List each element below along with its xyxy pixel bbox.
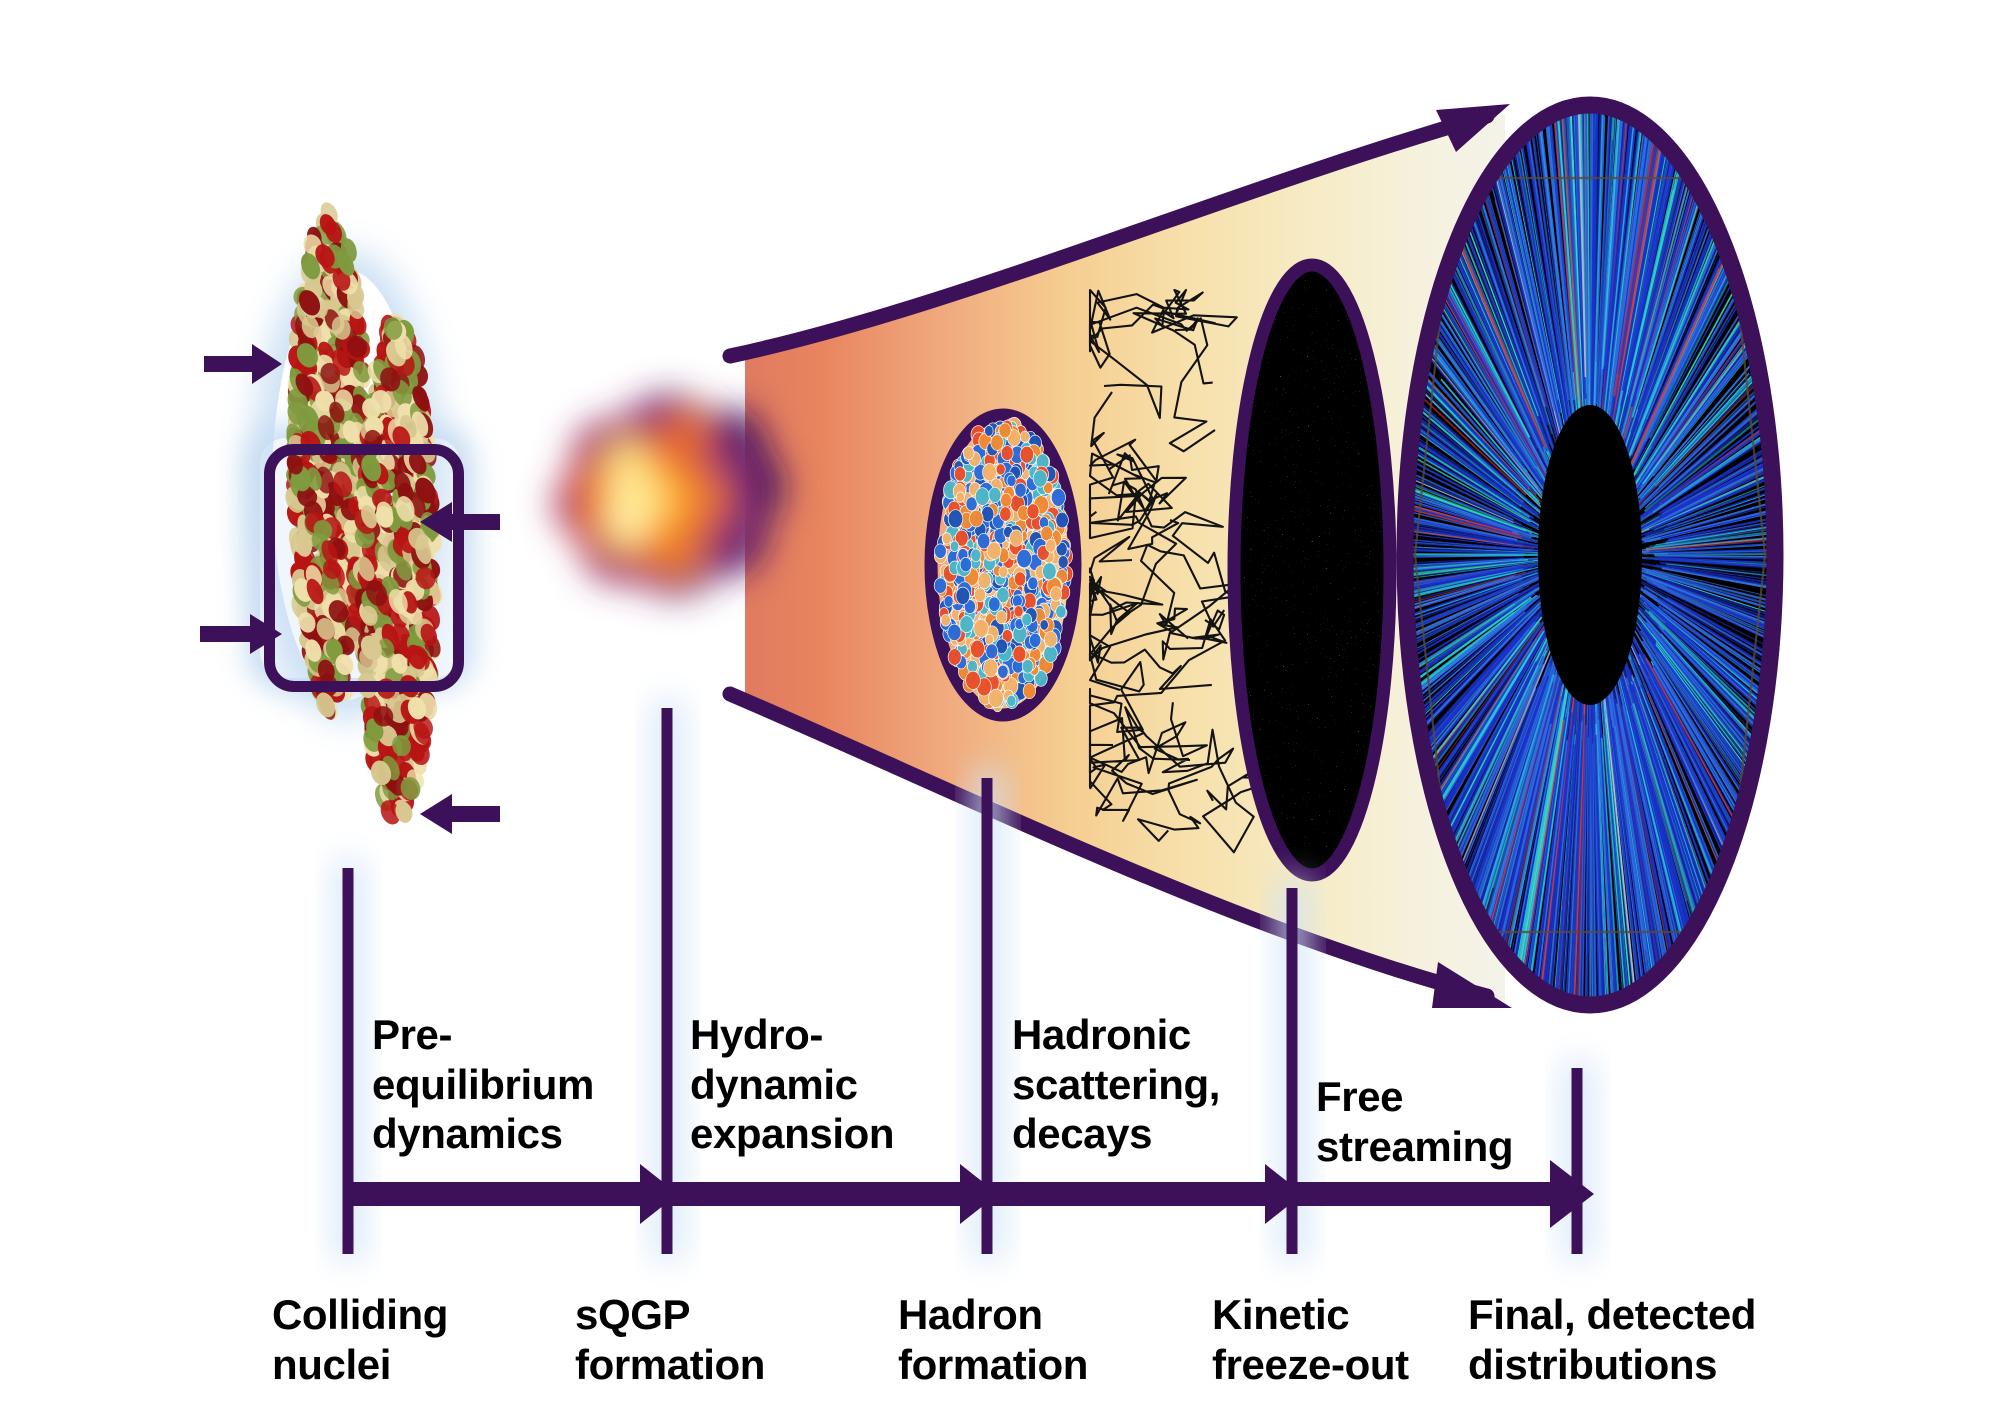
timeline-arrow-3: [987, 1164, 1303, 1224]
hadron-sphere-outline: [924, 408, 1082, 722]
stage-caption-hydrodynamic: Hydro- dynamic expansion: [690, 1011, 895, 1158]
detector-ellipse-outline: [1396, 96, 1784, 1014]
milestone-sqgp-formation: sQGP formation: [575, 1291, 766, 1389]
milestone-final-distributions: Final, detected distributions: [1468, 1291, 1757, 1389]
scattering-trajectories: [1088, 288, 1264, 854]
milestone-colliding-nuclei: Colliding nuclei: [272, 1291, 449, 1389]
stage-caption-free-streaming: Free streaming: [1316, 1073, 1514, 1170]
timeline-arrow-2: [667, 1164, 998, 1224]
cone-bottom-outline: [722, 686, 1495, 1004]
timeline-arrow-4: [1292, 1160, 1594, 1228]
hadron-particles: [933, 417, 1074, 713]
stage-caption-pre-equilibrium: Pre- equilibrium dynamics: [372, 1011, 594, 1158]
cone-top-outline: [722, 108, 1495, 364]
freezeout-ellipse-outline: [1227, 258, 1397, 882]
beam-arrow-top-left: [204, 344, 282, 384]
timeline-arrow-1: [348, 1164, 678, 1224]
beam-arrow-lower-right: [420, 794, 500, 834]
cone-bottom-arrowhead: [1432, 962, 1512, 1008]
sqgp-blob: [554, 395, 784, 597]
timeline-arrows: [348, 1160, 1594, 1228]
cone-top-arrowhead: [1436, 104, 1510, 152]
stage-caption-hadronic: Hadronic scattering, decays: [1012, 1011, 1220, 1158]
milestone-hadron-formation: Hadron formation: [898, 1291, 1089, 1389]
nucleus-right: [352, 313, 443, 825]
milestone-kinetic-freezeout: Kinetic freeze-out: [1212, 1291, 1409, 1389]
overlap-region-box: [264, 444, 464, 692]
beam-arrow-bottom-left: [200, 614, 282, 654]
